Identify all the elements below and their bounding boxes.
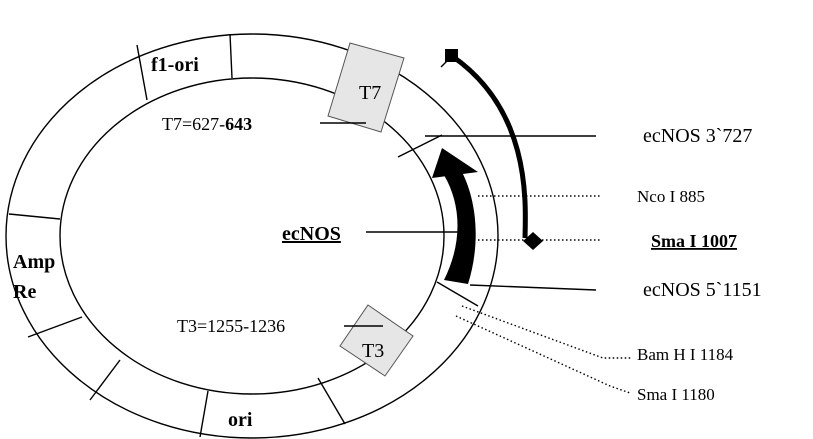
ori-label: ori bbox=[228, 409, 253, 431]
ring-divider bbox=[436, 281, 479, 307]
ring-divider bbox=[8, 213, 61, 220]
ring-divider bbox=[27, 316, 83, 338]
fragment-curve bbox=[450, 53, 528, 239]
ecnos-5-label: ecNOS 5`1151 bbox=[643, 279, 762, 301]
t7-range-start: T7=627- bbox=[162, 114, 225, 134]
nco-label: Nco I 885 bbox=[637, 187, 705, 206]
amp-label-line1: Amp bbox=[13, 251, 55, 273]
sma-1180-leader bbox=[455, 315, 631, 394]
plasmid-inner-ring bbox=[59, 77, 445, 395]
ring-divider bbox=[317, 377, 346, 425]
ring-divider bbox=[199, 390, 209, 438]
t7-range-end: 643 bbox=[225, 114, 252, 134]
t7-position-label: T7=627-643 bbox=[162, 114, 252, 134]
bamh-label: Bam H I 1184 bbox=[637, 345, 734, 364]
ring-divider bbox=[229, 33, 233, 79]
f1-ori-label: f1-ori bbox=[151, 54, 199, 76]
ecnos-3-label: ecNOS 3`727 bbox=[643, 125, 752, 147]
square-marker bbox=[445, 49, 458, 62]
ring-divider bbox=[397, 134, 443, 158]
ecnos-arrow-body bbox=[444, 172, 476, 284]
ecnos-gene-label: ecNOS bbox=[282, 223, 341, 245]
sma-1180-label: Sma I 1180 bbox=[637, 385, 715, 404]
amp-label-line2: Re bbox=[13, 281, 36, 303]
ecnos-5-leader bbox=[469, 284, 597, 291]
ring-divider bbox=[89, 359, 121, 401]
t3-position-label: T3=1255-1236 bbox=[177, 316, 285, 336]
bamh-leader bbox=[461, 305, 632, 359]
t3-box bbox=[339, 304, 414, 377]
sma-1007-label: Sma I 1007 bbox=[651, 231, 737, 251]
diamond-marker bbox=[523, 232, 543, 250]
t3-box-label: T3 bbox=[362, 340, 384, 362]
ring-divider bbox=[136, 44, 148, 101]
t7-box bbox=[327, 42, 405, 133]
t7-box-label: T7 bbox=[359, 82, 381, 104]
ecnos-arrow-head bbox=[432, 148, 478, 178]
plasmid-outer-ring bbox=[5, 33, 499, 439]
